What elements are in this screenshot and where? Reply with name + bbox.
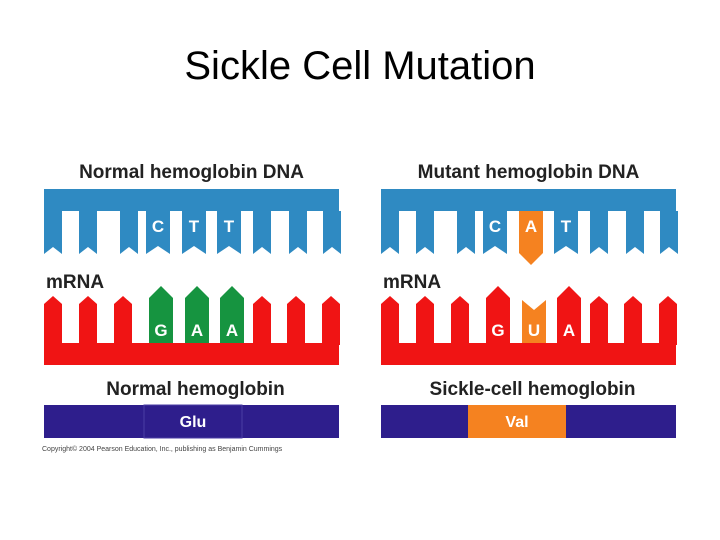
dna-tooth <box>79 211 97 254</box>
dna-tooth <box>660 211 678 254</box>
dna-tooth <box>626 211 644 254</box>
dna-tooth <box>253 211 271 254</box>
mrna-base-2 <box>522 300 546 345</box>
dna-base-letter: T <box>561 217 572 236</box>
dna-label: Mutant hemoglobin DNA <box>418 162 640 183</box>
mrna-tooth <box>114 296 132 345</box>
mrna-tooth <box>659 296 677 345</box>
mrna-label: mRNA <box>383 272 441 293</box>
copyright-note: Copyright© 2004 Pearson Education, Inc.,… <box>42 446 283 453</box>
mrna-base-2 <box>185 286 209 345</box>
mrna-base-3 <box>220 286 244 345</box>
mrna-tooth <box>381 296 399 345</box>
mrna-tooth <box>44 296 62 345</box>
mrna-base-3 <box>557 286 581 345</box>
dna-tooth <box>457 211 475 254</box>
mrna-tooth <box>322 296 340 345</box>
amino-acid-box <box>468 405 566 438</box>
mrna-tooth <box>79 296 97 345</box>
dna-base-3 <box>554 211 578 254</box>
dna-tooth <box>590 211 608 254</box>
mrna-base-letter: G <box>154 321 167 340</box>
protein-label: Sickle-cell hemoglobin <box>430 379 636 400</box>
dna-label: Normal hemoglobin DNA <box>79 162 304 183</box>
mrna-backbone <box>381 343 676 365</box>
protein-label: Normal hemoglobin <box>106 379 284 400</box>
dna-backbone <box>44 189 339 211</box>
mrna-tooth <box>590 296 608 345</box>
mrna-base-letter: A <box>563 321 575 340</box>
mrna-tooth <box>416 296 434 345</box>
mrna-base-letter: A <box>191 321 203 340</box>
dna-tooth <box>416 211 434 254</box>
dna-base-1 <box>483 211 507 254</box>
dna-base-letter: A <box>525 217 537 236</box>
mrna-base-1 <box>149 286 173 345</box>
mrna-base-letter: A <box>226 321 238 340</box>
mrna-base-letter: G <box>491 321 504 340</box>
dna-tooth <box>289 211 307 254</box>
mrna-tooth <box>451 296 469 345</box>
mrna-base-1 <box>486 286 510 345</box>
mrna-tooth <box>253 296 271 345</box>
dna-backbone <box>381 189 676 211</box>
amino-acid-label: Glu <box>180 414 207 431</box>
dna-base-letter: C <box>152 217 164 236</box>
dna-base-letter: C <box>489 217 501 236</box>
dna-tooth <box>120 211 138 254</box>
dna-base-2 <box>519 211 543 265</box>
mrna-tooth <box>287 296 305 345</box>
dna-tooth <box>381 211 399 254</box>
dna-tooth <box>44 211 62 254</box>
mrna-base-letter: U <box>528 321 540 340</box>
dna-base-letter: T <box>224 217 235 236</box>
dna-base-3 <box>217 211 241 254</box>
amino-acid-box <box>143 404 243 439</box>
dna-tooth <box>323 211 341 254</box>
mrna-label: mRNA <box>46 272 104 293</box>
dna-base-letter: T <box>189 217 200 236</box>
amino-acid-label: Val <box>505 414 528 431</box>
dna-base-2 <box>182 211 206 254</box>
mrna-tooth <box>624 296 642 345</box>
mrna-backbone <box>44 343 339 365</box>
dna-base-1 <box>146 211 170 254</box>
slide-title: Sickle Cell Mutation <box>184 44 536 88</box>
